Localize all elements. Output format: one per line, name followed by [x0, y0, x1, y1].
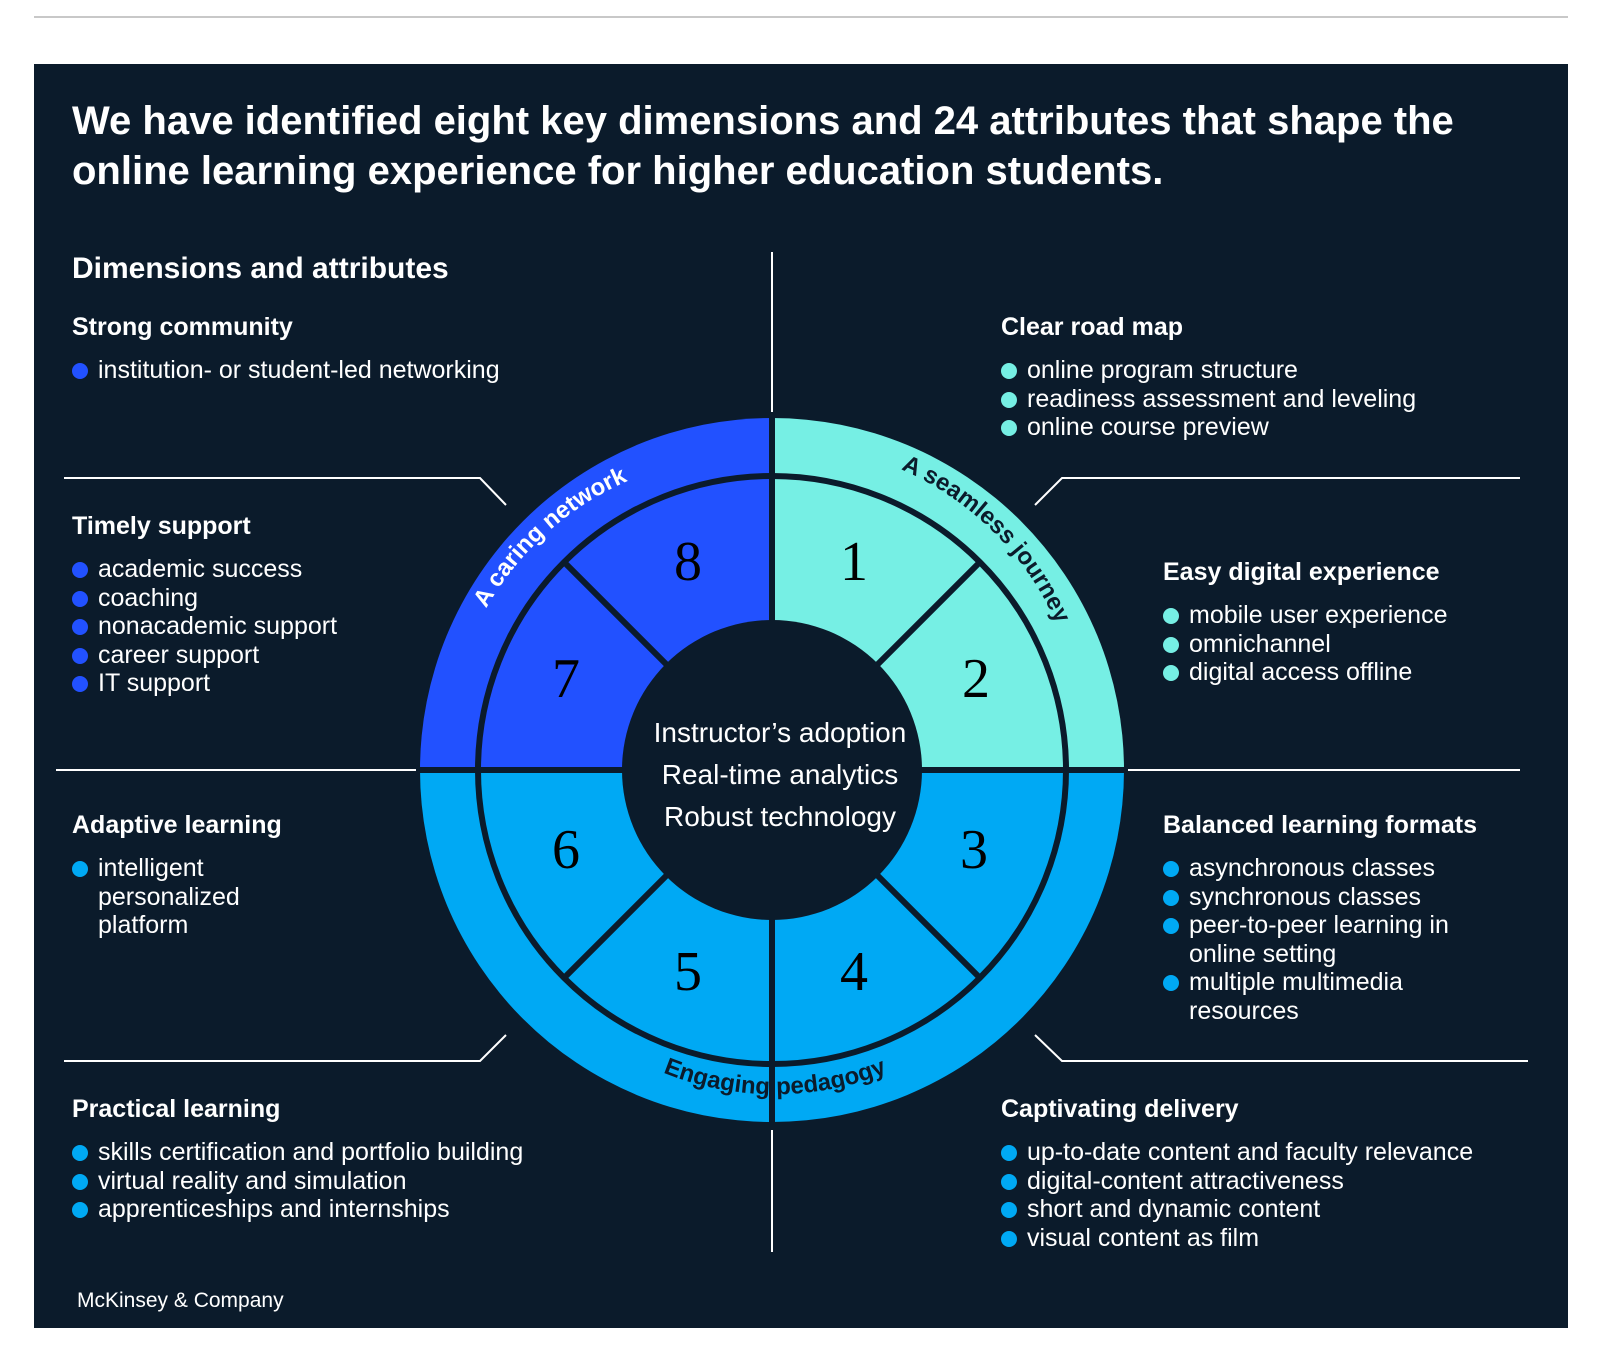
bullet-dot: [72, 647, 88, 664]
bullet-dot: [1001, 420, 1017, 436]
segment-number-2: 2: [962, 648, 990, 710]
attribute-item: academic success: [72, 555, 432, 584]
bullet-dot: [1163, 889, 1179, 906]
dimension-captivating-delivery: Captivating delivery up-to-date content …: [1001, 1094, 1561, 1252]
bullet-dot: [72, 363, 88, 379]
attribute-item: visual content as film: [1001, 1224, 1561, 1253]
attribute-item: multiple multimedia resources: [1163, 968, 1503, 1025]
dimension-title: Timely support: [72, 512, 251, 540]
attribute-item: digital access offline: [1163, 658, 1563, 687]
dimension-balanced-learning-formats: Balanced learning formats asynchronous c…: [1163, 810, 1503, 1025]
dimension-title: Practical learning: [72, 1095, 281, 1123]
attribute-item: virtual reality and simulation: [72, 1167, 632, 1196]
attribute-item: nonacademic support: [72, 612, 432, 641]
segment-number-1: 1: [840, 531, 868, 593]
attribute-item: short and dynamic content: [1001, 1195, 1561, 1224]
bullet-dot: [1001, 1173, 1017, 1190]
attribute-item: omnichannel: [1163, 630, 1563, 659]
dimension-title: Clear road map: [1001, 313, 1184, 341]
bullet-dot: [1001, 363, 1017, 379]
bullet-dot: [1001, 1145, 1017, 1161]
attribute-item: coaching: [72, 584, 432, 613]
bullet-dot: [1163, 665, 1179, 681]
attribute-item: online course preview: [1001, 413, 1541, 442]
center-hub: [622, 620, 922, 920]
bullet-dot: [1163, 975, 1179, 991]
attribute-item: synchronous classes: [1163, 883, 1503, 912]
bullet-dot: [1001, 1230, 1017, 1247]
attribute-item: up-to-date content and faculty relevance: [1001, 1138, 1561, 1167]
dimension-title: Strong community: [72, 313, 293, 341]
bullet-dot: [72, 1145, 88, 1161]
center-line: Real-time analytics: [661, 759, 899, 790]
footer-brand: McKinsey & Company: [77, 1289, 284, 1312]
segment-number-7: 7: [552, 648, 580, 710]
bullet-dot: [1163, 636, 1179, 653]
attribute-item: asynchronous classes: [1163, 854, 1503, 883]
bullet-dot: [72, 619, 88, 635]
dimension-timely-support: Timely support academic success coaching…: [72, 511, 432, 698]
bullet-dot: [72, 1173, 88, 1190]
bullet-dot: [72, 676, 88, 692]
bullet-dot: [72, 1202, 88, 1218]
top-divider: [34, 16, 1568, 18]
segment-number-4: 4: [840, 941, 868, 1003]
attribute-item: mobile user experience: [1163, 601, 1563, 630]
attribute-item: intelligent personalized platform: [72, 854, 272, 940]
dimension-title: Captivating delivery: [1001, 1095, 1239, 1123]
bullet-dot: [1163, 861, 1179, 877]
attribute-item: readiness assessment and leveling: [1001, 385, 1541, 414]
attribute-item: online program structure: [1001, 356, 1541, 385]
attribute-item: IT support: [72, 669, 432, 698]
attribute-item: digital-content attractiveness: [1001, 1167, 1561, 1196]
center-line: Robust technology: [664, 801, 896, 832]
segment-number-5: 5: [674, 941, 702, 1003]
bullet-dot: [72, 590, 88, 607]
dimension-title: Balanced learning formats: [1163, 811, 1477, 839]
dimension-title: Easy digital experience: [1163, 558, 1440, 586]
dimension-adaptive-learning: Adaptive learning intelligent personaliz…: [72, 810, 282, 940]
dimension-title: Adaptive learning: [72, 811, 282, 839]
connector-lines: [56, 252, 1528, 1252]
segment-number-3: 3: [960, 819, 988, 881]
attribute-item: peer-to-peer learning in online setting: [1163, 911, 1503, 968]
dimension-strong-community: Strong community institution- or student…: [72, 312, 592, 385]
bullet-dot: [1001, 1202, 1017, 1218]
bullet-dot: [1163, 918, 1179, 934]
section-heading: Dimensions and attributes: [72, 252, 449, 285]
dimension-clear-road-map: Clear road map online program structure …: [1001, 312, 1541, 442]
segment-number-6: 6: [552, 819, 580, 881]
page-title: We have identified eight key dimensions …: [72, 99, 1454, 193]
bullet-dot: [1163, 608, 1179, 624]
attribute-item: apprenticeships and internships: [72, 1195, 632, 1224]
attribute-item: skills certification and portfolio build…: [72, 1138, 632, 1167]
center-line: Instructor’s adoption: [653, 717, 907, 748]
attribute-item: institution- or student-led networking: [72, 356, 592, 385]
bullet-dot: [1001, 391, 1017, 408]
bullet-dot: [72, 861, 88, 877]
segment-number-8: 8: [674, 531, 702, 593]
bullet-dot: [72, 562, 88, 578]
attribute-item: career support: [72, 641, 432, 670]
dimension-easy-digital-experience: Easy digital experience mobile user expe…: [1163, 557, 1563, 687]
center-text: Instructor’s adoption Real-time analytic…: [630, 712, 930, 838]
dimension-practical-learning: Practical learning skills certification …: [72, 1094, 632, 1224]
